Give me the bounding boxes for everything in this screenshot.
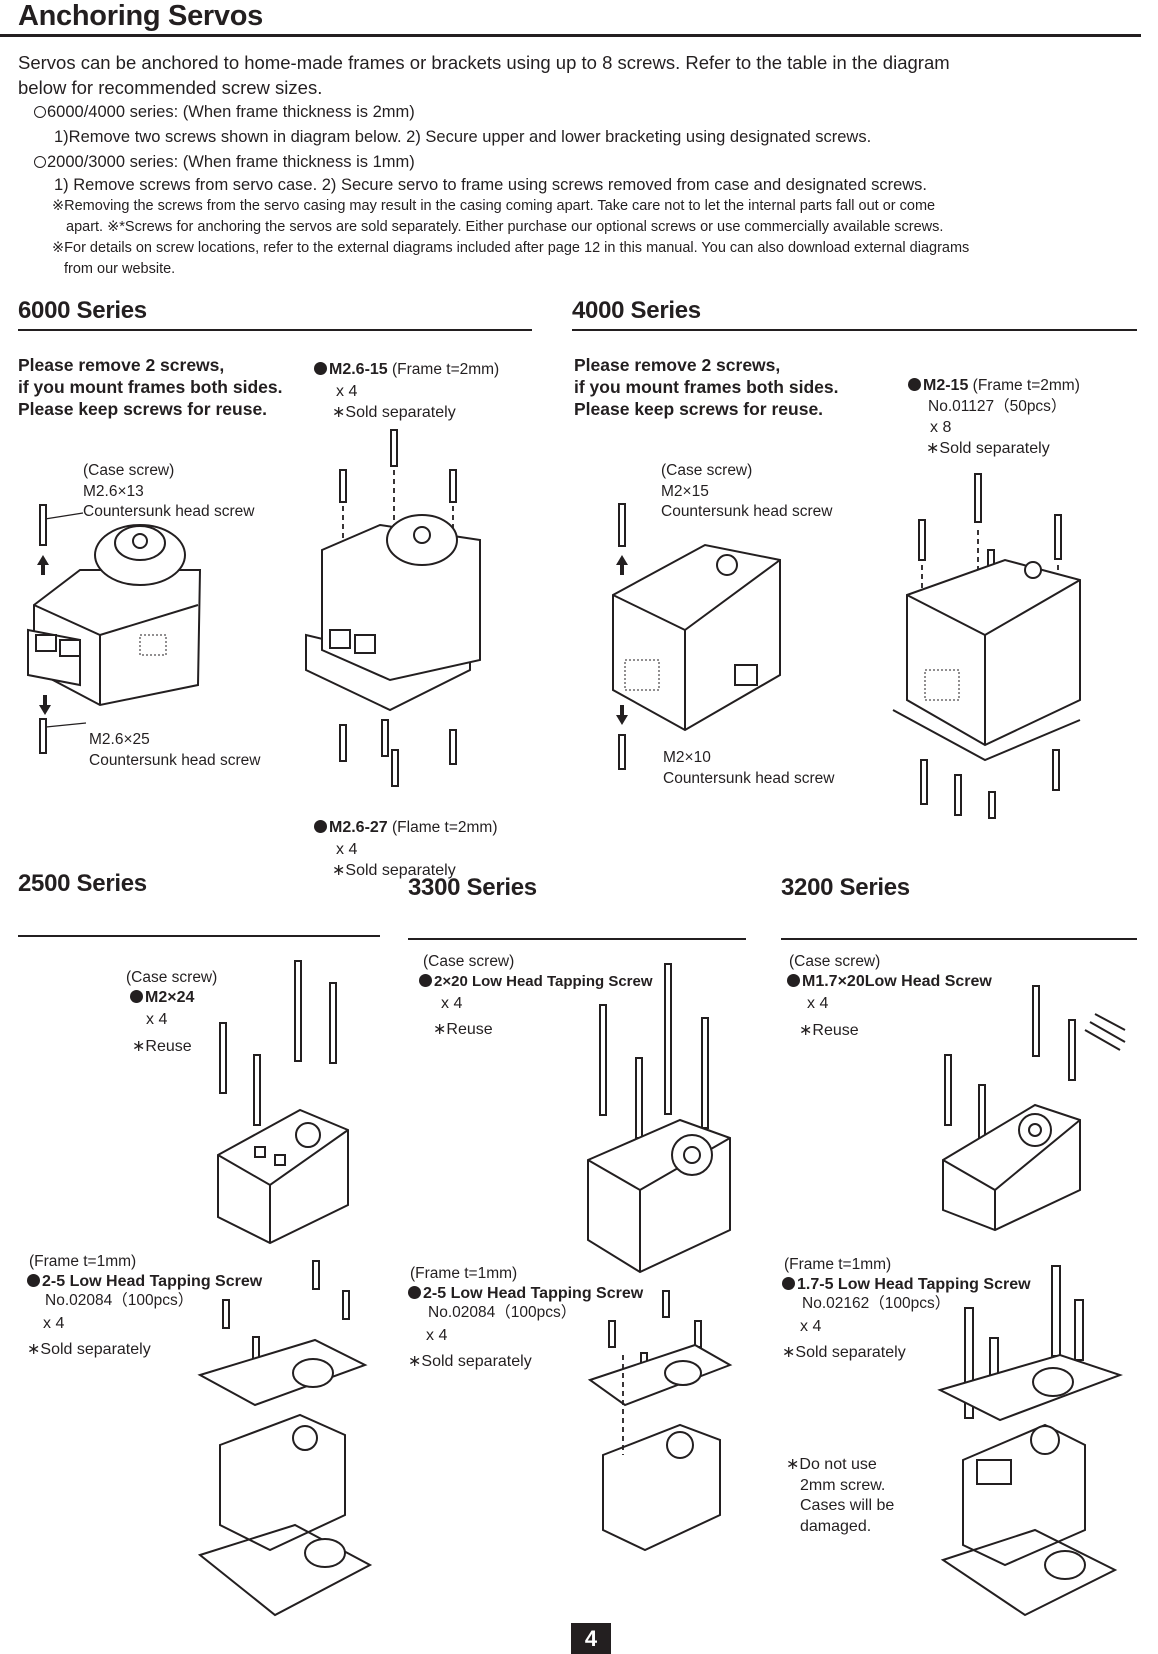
arrow-down-icon [39,695,51,715]
instructions-6000: Please remove 2 screws,if you mount fram… [18,355,283,419]
note-casing: ※Removing the screws from the servo casi… [52,198,936,214]
dot-bullet-icon [408,1285,421,1299]
series-2000-3000-heading: 2000/3000 series: (When frame thickness … [18,150,1143,175]
dot-bullet-icon [419,973,432,987]
arrow-up-icon [616,555,628,575]
servo-4000-remove-diagram [612,503,781,770]
intro-paragraph-line2: below for recommended screw sizes. [18,77,323,98]
dot-bullet-icon [314,820,327,833]
screw-icon [618,734,626,770]
frame-screw-spec-3300: (Frame t=1mm) 2-5 Low Head Tapping Screw… [408,1265,644,1370]
intro-block: Servos can be anchored to home-made fram… [18,50,1143,280]
case-screw-spec-3200: (Case screw) M1.7×20Low Head Screw x 4 ∗… [787,953,992,1039]
screw-icon [618,503,626,547]
frame-screw-spec-3200: (Frame t=1mm) 1.7-5 Low Head Tapping Scr… [782,1256,1031,1361]
dot-bullet-icon [27,1273,40,1287]
section-title-3300: 3300 Series [408,874,537,901]
page-title: Anchoring Servos [18,0,263,32]
case-screw-spec-2500: (Case screw) M2×24 x 4 ∗Reuse [126,969,218,1055]
servo-4000-mount-diagram [892,473,1081,819]
series-2000-3000-steps: 1) Remove screws from servo case. 2) Sec… [54,176,928,194]
section-title-4000: 4000 Series [572,297,701,324]
arrow-down-icon [616,705,628,725]
upper-screw-spec-6000: M2.6-15 (Frame t=2mm) x 4 ∗Sold separate… [314,360,499,423]
instructions-4000: Please remove 2 screws,if you mount fram… [574,355,839,419]
intro-paragraph-line1: Servos can be anchored to home-made fram… [18,52,950,73]
dot-bullet-icon [130,989,143,1003]
lower-screw-spec-6000: M2.6-27 (Flame t=2mm) x 4 ∗Sold separate… [314,818,498,881]
section-rule-3300 [408,938,746,940]
section-rule-2500 [18,935,380,937]
servo-2500-frame-diagram [197,1260,373,1617]
servo-6000-remove-diagram [27,504,202,754]
circle-bullet-icon [34,106,46,118]
section-rule-4000 [572,329,1137,331]
warning-3200: ∗Do not use 2mm screw. Cases will be dam… [786,1456,895,1535]
servo-3200-case-diagram [942,985,1126,1232]
screw-icon [39,504,47,546]
frame-screw-spec-2500: (Frame t=1mm) 2-5 Low Head Tapping Screw… [27,1253,263,1358]
title-divider [0,34,1141,37]
page-number: 4 [571,1623,611,1654]
section-title-3200: 3200 Series [781,874,910,901]
servo-3300-case-diagram [587,963,731,1274]
servo-6000-mount-diagram [305,429,481,787]
series-6000-4000-steps: 1)Remove two screws shown in diagram bel… [54,128,872,146]
section-title-2500: 2500 Series [18,870,147,897]
servo-2500-case-diagram [217,960,349,1245]
circle-bullet-icon [34,156,46,168]
screw-icon [39,718,47,754]
servo-3200-frame-diagram [937,1265,1123,1617]
arrow-up-icon [37,555,49,575]
servo-3300-frame-diagram [587,1290,733,1552]
screw-spec-4000: M2-15 (Frame t=2mm) No.01127（50pcs） x 8 … [908,376,1080,459]
section-title-6000: 6000 Series [18,297,147,324]
dot-bullet-icon [782,1276,795,1290]
case-screw-spec-3300: (Case screw) 2×20 Low Head Tapping Screw… [419,952,653,1043]
note-casing-cont: apart. ※*Screws for anchoring the servos… [66,219,944,235]
dot-bullet-icon [787,973,800,987]
dot-bullet-icon [314,362,327,375]
note-diagrams-cont: from our website. [64,261,176,277]
section-rule-3200 [781,938,1137,940]
series-6000-4000-heading: 6000/4000 series: (When frame thickness … [18,100,1143,125]
note-diagrams: ※For details on screw locations, refer t… [52,240,970,256]
section-rule-6000 [18,329,532,331]
dot-bullet-icon [908,378,921,391]
